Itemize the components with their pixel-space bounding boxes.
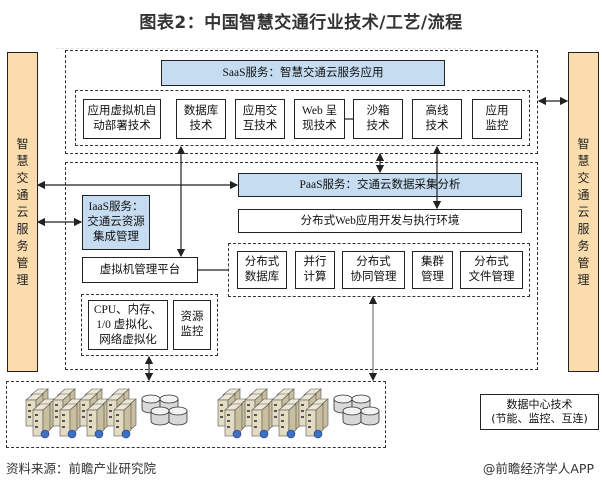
paas-item-label: 分布式 数据库 (244, 256, 280, 283)
server-rack-icon (86, 403, 105, 439)
saas-item-database: 数据库 技术 (176, 99, 226, 139)
paas-runtime-label: 分布式Web应用开发与执行环境 (300, 214, 460, 227)
iaas-header-label: IaaS服务： 交通云资源 集成管理 (87, 201, 145, 243)
server-rack-icon (59, 403, 78, 439)
saas-header: SaaS服务：智慧交通云服务应用 (161, 60, 445, 86)
paas-header-label: PaaS服务：交通云数据采集分析 (299, 178, 461, 191)
datacenter-hardware-region (6, 381, 386, 448)
saas-item-high-line: 高线 技术 (412, 99, 462, 139)
iaas-header: IaaS服务： 交通云资源 集成管理 (82, 195, 150, 250)
datacenter-tech-box: 数据中心技术 (节能、监控、互连) (480, 394, 599, 430)
saas-item-vm-deploy: 应用虚拟机自 动部署技术 (83, 99, 161, 139)
saas-item-sandbox: 沙箱 技术 (353, 99, 403, 139)
paas-item-label: 分布式 文件管理 (468, 256, 515, 283)
left-management-label: 智慧交通云服务管理 (16, 136, 29, 287)
saas-item-label: 应用虚拟机自 动部署技术 (87, 105, 157, 132)
iaas-item-virtualization: CPU、内存、 1/0 虚拟化、 网络虚拟化 (88, 300, 168, 350)
server-rack-icon (32, 403, 51, 439)
paas-item-label: 集群 管理 (421, 256, 444, 283)
paas-item-cluster-mgmt: 集群 管理 (412, 251, 453, 289)
storage-disk-icon (342, 406, 362, 426)
server-rack-icon (251, 403, 270, 439)
storage-disk-icon (150, 406, 170, 426)
paas-item-parallel-compute: 并行 计算 (295, 251, 335, 289)
saas-region (65, 50, 538, 154)
datacenter-tech-label: 数据中心技术 (节能、监控、互连) (491, 398, 588, 425)
vm-platform-label: 虚拟机管理平台 (99, 263, 181, 276)
figure-title: 图表2：中国智慧交通行业技术/工艺/流程 (139, 13, 463, 33)
saas-item-label: 数据库 技术 (183, 105, 219, 132)
datacenter-icons (6, 381, 386, 448)
saas-tech-group (75, 90, 530, 146)
paas-item-label: 分布式 协同管理 (350, 256, 397, 283)
saas-item-label: Web 呈 现技术 (301, 105, 338, 132)
server-rack-icon (305, 403, 324, 439)
server-rack-icon (278, 403, 297, 439)
saas-item-monitor: 应用 监控 (472, 99, 522, 139)
storage-disk-icon (360, 406, 380, 426)
iaas-item-resource-monitor: 资源 监控 (173, 300, 211, 350)
right-management-label: 智慧交通云服务管理 (577, 136, 590, 287)
title-divider (56, 48, 471, 49)
right-management-panel: 智慧交通云服务管理 (568, 52, 599, 372)
saas-item-interaction: 应用交 互技术 (235, 99, 285, 139)
iaas-resource-group (81, 294, 218, 356)
left-management-panel: 智慧交通云服务管理 (7, 52, 38, 372)
saas-item-label: 高线 技术 (425, 105, 449, 132)
credit-note: @前瞻经济学人APP (482, 461, 594, 476)
paas-header: PaaS服务：交通云数据采集分析 (238, 173, 522, 197)
paas-component-group (228, 243, 530, 297)
storage-disk-icon (168, 406, 188, 426)
paas-item-file-mgmt: 分布式 文件管理 (460, 251, 523, 289)
saas-item-label: 应用 监控 (485, 105, 509, 132)
paas-iaas-region (65, 162, 538, 370)
iaas-item-label: 资源 监控 (180, 311, 204, 338)
server-rack-icon (224, 403, 243, 439)
saas-header-label: SaaS服务：智慧交通云服务应用 (222, 66, 384, 79)
vm-management-platform: 虚拟机管理平台 (82, 257, 198, 283)
saas-item-web-render: Web 呈 现技术 (294, 99, 345, 139)
paas-item-collab-mgmt: 分布式 协同管理 (342, 251, 405, 289)
paas-item-distributed-db: 分布式 数据库 (237, 251, 287, 289)
saas-item-label: 沙箱 技术 (366, 105, 390, 132)
datacenter-icon-layer (25, 388, 380, 439)
paas-runtime-environment: 分布式Web应用开发与执行环境 (238, 209, 522, 233)
source-note: 资料来源：前瞻产业研究院 (6, 461, 157, 476)
saas-item-label: 应用交 互技术 (242, 105, 278, 132)
paas-item-label: 并行 计算 (303, 256, 327, 283)
iaas-item-label: CPU、内存、 1/0 虚拟化、 网络虚拟化 (93, 303, 163, 346)
server-rack-icon (113, 403, 132, 439)
